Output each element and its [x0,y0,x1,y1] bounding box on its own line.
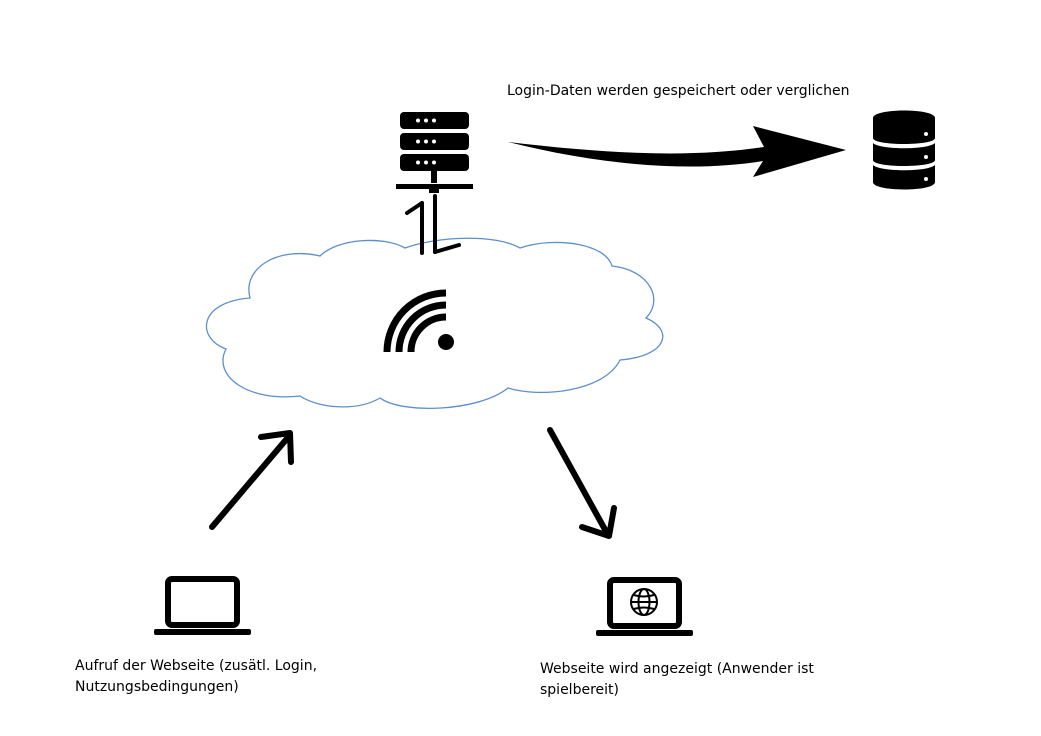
display-label: Webseite wird angezeigt (Anwender ist sp… [540,659,814,701]
display-label-line1: Webseite wird angezeigt (Anwender ist [540,661,814,677]
request-label-line2: Nutzungsbedingungen) [75,679,239,695]
request-label-line1: Aufruf der Webseite (zusätl. Login, [75,658,318,674]
laptop-globe-icon [596,577,693,636]
cloud-icon [205,237,664,409]
arrow-response-icon [547,427,617,539]
arrow-to-database-icon [508,126,846,177]
laptop-icon [154,576,251,635]
wifi-icon [383,289,454,353]
database-icon [873,110,935,190]
arrow-request-icon [209,430,294,530]
storage-note-label: Login-Daten werden gespeichert oder verg… [507,81,849,102]
server-icon [396,112,473,193]
bidirectional-arrows-icon [405,194,461,255]
globe-icon [630,588,658,616]
display-label-line2: spielbereit) [540,682,619,698]
request-label: Aufruf der Webseite (zusätl. Login, Nutz… [75,656,317,698]
storage-note-text: Login-Daten werden gespeichert oder verg… [507,83,850,99]
